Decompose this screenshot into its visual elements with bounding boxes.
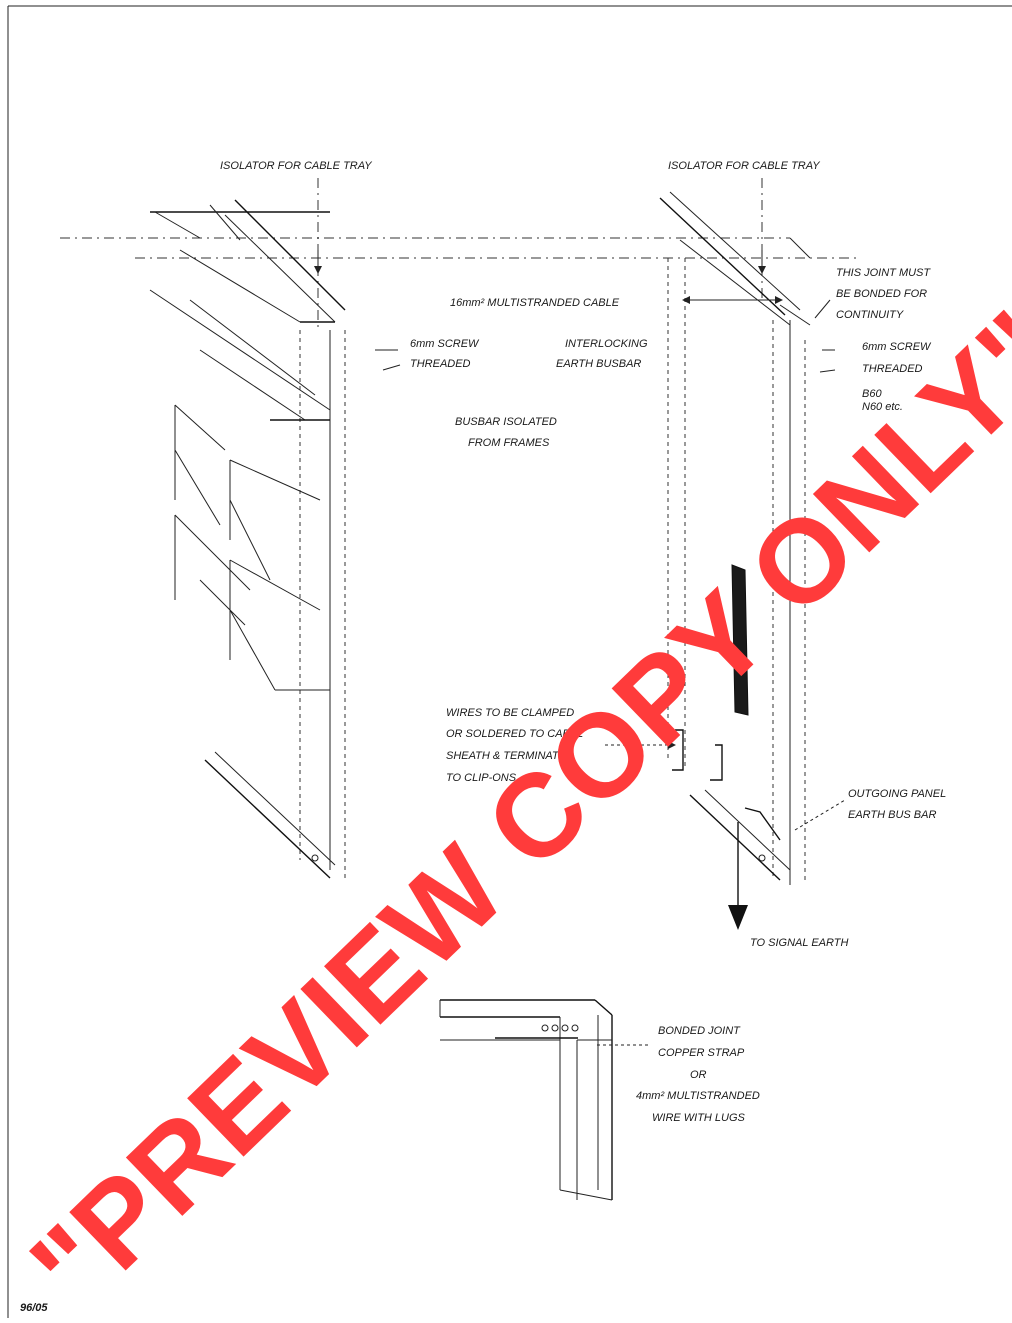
label-joint-bonded-1: THIS JOINT MUST	[836, 267, 931, 279]
label-isolator-right: ISOLATOR FOR CABLE TRAY	[668, 160, 820, 172]
label-busbar-isolated-1: BUSBAR ISOLATED	[455, 416, 557, 428]
diagram-labels: ISOLATOR FOR CABLE TRAY ISOLATOR FOR CAB…	[20, 160, 946, 1314]
label-bonded-4: 4mm² MULTISTRANDED	[636, 1090, 760, 1102]
page-number: 96/05	[20, 1302, 48, 1314]
label-busbar-interlock-2: EARTH BUSBAR	[556, 358, 641, 370]
label-screw-left-1: 6mm SCREW	[410, 338, 480, 350]
label-joint-bonded-2: BE BONDED FOR	[836, 288, 927, 300]
left-cable-tray	[149, 199, 346, 421]
label-b60: B60	[862, 388, 882, 400]
bonded-joint-detail	[439, 999, 648, 1201]
label-wires-2: OR SOLDERED TO CABLE	[446, 728, 584, 740]
page-frame	[7, 5, 1012, 1318]
label-outgoing-1: OUTGOING PANEL	[848, 788, 946, 800]
label-bonded-1: BONDED JOINT	[658, 1025, 741, 1037]
right-cable-tray	[659, 191, 811, 326]
right-frame	[667, 258, 806, 885]
label-busbar-isolated-2: FROM FRAMES	[468, 437, 550, 449]
left-frame	[174, 330, 346, 880]
label-bonded-2: COPPER STRAP	[658, 1047, 745, 1059]
label-joint-bonded-3: CONTINUITY	[836, 309, 904, 321]
label-busbar-interlock-1: INTERLOCKING	[565, 338, 648, 350]
label-wires-4: TO CLIP-ONS	[446, 772, 517, 784]
label-cable-16mm: 16mm² MULTISTRANDED CABLE	[450, 297, 620, 309]
leader-lines	[314, 250, 846, 930]
label-screw-right-2: THREADED	[862, 363, 923, 375]
label-isolator-left: ISOLATOR FOR CABLE TRAY	[220, 160, 372, 172]
label-screw-left-2: THREADED	[410, 358, 471, 370]
label-screw-right-1: 6mm SCREW	[862, 341, 932, 353]
label-signal-earth: TO SIGNAL EARTH	[750, 937, 848, 949]
label-bonded-3: OR	[690, 1069, 707, 1081]
label-wires-1: WIRES TO BE CLAMPED	[446, 707, 574, 719]
label-bonded-5: WIRE WITH LUGS	[652, 1112, 746, 1124]
label-outgoing-2: EARTH BUS BAR	[848, 809, 936, 821]
label-n60: N60 etc.	[862, 401, 903, 413]
label-wires-3: SHEATH & TERMINATED	[446, 750, 574, 762]
